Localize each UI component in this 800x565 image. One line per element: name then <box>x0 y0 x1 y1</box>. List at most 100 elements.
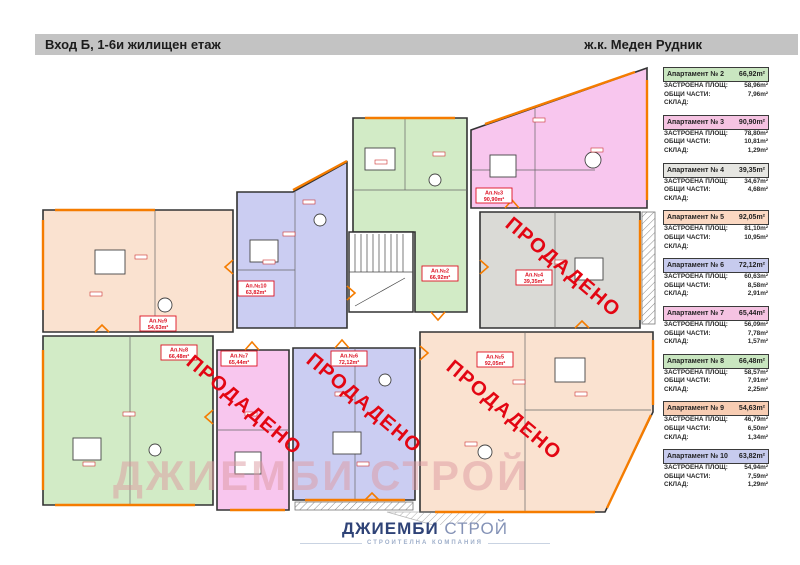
common-parts-label: ОБЩИ ЧАСТИ: <box>664 138 711 146</box>
built-area-value: 78,80m² <box>744 129 768 137</box>
apartment-card-header: Апартамент № 6 72,12m² <box>663 258 769 274</box>
common-parts-label: ОБЩИ ЧАСТИ: <box>664 377 711 385</box>
storage-label: СКЛАД: <box>664 385 689 393</box>
svg-text:66,92m²: 66,92m² <box>430 274 451 281</box>
storage-value: 2,25m² <box>747 385 768 393</box>
storage-value: 1,34m² <box>747 433 768 441</box>
apartment-total-area: 65,44m² <box>738 309 765 317</box>
storage-value: 1,29m² <box>747 146 768 154</box>
common-parts-value: 6,50m² <box>747 425 768 433</box>
staircase <box>348 231 414 313</box>
svg-text:Ап.№3: Ап.№3 <box>485 191 503 197</box>
plan-label-apartment-2: Ап.№2 66,92m² <box>421 265 459 282</box>
apartment-card-header: Апартамент № 8 66,48m² <box>663 353 769 369</box>
built-area-row: ЗАСТРОЕНА ПЛОЩ: 58,96m² <box>663 82 769 91</box>
furniture-marks <box>72 147 604 475</box>
apartment-unit-4 <box>479 211 641 329</box>
apartment-card-header: Апартамент № 2 66,92m² <box>663 67 769 82</box>
company-subtitle: СТРОИТЕЛНА КОМПАНИЯ <box>367 540 483 546</box>
storage-label: СКЛАД: <box>664 146 689 154</box>
storage-row: СКЛАД: 1,29m² <box>663 147 769 156</box>
storage-value: 1,29m² <box>747 481 768 489</box>
storage-row: СКЛАД: 2,91m² <box>663 290 769 299</box>
built-area-value: 81,10m² <box>744 225 768 233</box>
svg-text:Ап.№9: Ап.№9 <box>149 319 167 325</box>
built-area-row: ЗАСТРОЕНА ПЛОЩ: 54,94m² <box>663 464 769 473</box>
apartment-card: Апартамент № 4 39,35m² ЗАСТРОЕНА ПЛОЩ: 3… <box>663 162 769 204</box>
common-parts-label: ОБЩИ ЧАСТИ: <box>664 281 711 289</box>
apartment-card-header: Апартамент № 5 92,05m² <box>663 210 769 226</box>
built-area-label: ЗАСТРОЕНА ПЛОЩ: <box>664 416 728 424</box>
apartment-card: Апартамент № 5 92,05m² ЗАСТРОЕНА ПЛОЩ: 8… <box>663 210 769 251</box>
apartment-total-area: 39,35m² <box>738 166 765 174</box>
svg-text:92,05m²: 92,05m² <box>485 360 506 367</box>
built-area-row: ЗАСТРОЕНА ПЛОЩ: 56,09m² <box>663 321 769 330</box>
built-area-label: ЗАСТРОЕНА ПЛОЩ: <box>664 320 728 328</box>
common-parts-row: ОБЩИ ЧАСТИ: 8,58m² <box>663 282 769 291</box>
apartment-title: Апартамент № 3 <box>667 118 724 126</box>
storage-label: СКЛАД: <box>664 433 689 441</box>
apartment-total-area: 66,92m² <box>738 71 765 78</box>
svg-text:63,82m²: 63,82m² <box>246 289 267 296</box>
company-name-secondary: СТРОЙ <box>444 519 508 538</box>
apartment-title: Апартамент № 4 <box>667 166 724 174</box>
built-area-row: ЗАСТРОЕНА ПЛОЩ: 81,10m² <box>663 225 769 234</box>
plan-label-apartment-10: Ап.№10 63,82m² <box>237 280 275 297</box>
plan-label-apartment-8: Ап.№8 66,48m² <box>160 344 198 361</box>
svg-text:66,48m²: 66,48m² <box>169 353 190 360</box>
plan-watermark: ДЖИЕМБИ СТРОЙ <box>113 451 530 499</box>
apartment-list: Апартамент № 2 66,92m² ЗАСТРОЕНА ПЛОЩ: 5… <box>663 67 769 497</box>
built-area-row: ЗАСТРОЕНА ПЛОЩ: 46,79m² <box>663 416 769 425</box>
svg-text:65,44m²: 65,44m² <box>229 359 250 366</box>
apartment-title: Апартамент № 8 <box>667 357 724 365</box>
svg-text:Ап.№2: Ап.№2 <box>431 269 449 275</box>
storage-row: СКЛАД: 1,57m² <box>663 338 769 347</box>
common-parts-row: ОБЩИ ЧАСТИ: 4,68m² <box>663 186 769 195</box>
storage-label: СКЛАД: <box>664 194 689 202</box>
plan-label-apartment-5: Ап.№5 92,05m² <box>476 351 514 368</box>
common-parts-value: 4,68m² <box>747 186 768 194</box>
built-area-value: 34,67m² <box>744 177 768 185</box>
company-name: ДЖИЕМБИ СТРОЙ <box>300 519 550 539</box>
apartment-total-area: 92,05m² <box>738 214 765 222</box>
company-logo: ДЖИЕМБИ СТРОЙ СТРОИТЕЛНА КОМПАНИЯ <box>300 519 550 546</box>
svg-text:Ап.№10: Ап.№10 <box>245 284 266 290</box>
apartment-card: Апартамент № 10 63,82m² ЗАСТРОЕНА ПЛОЩ: … <box>663 449 769 490</box>
common-parts-row: ОБЩИ ЧАСТИ: 6,50m² <box>663 425 769 434</box>
apartment-card: Апартамент № 3 90,90m² ЗАСТРОЕНА ПЛОЩ: 7… <box>663 114 769 156</box>
storage-label: СКЛАД: <box>664 338 689 346</box>
apartment-unit-9 <box>42 209 234 333</box>
svg-text:Ап.№4: Ап.№4 <box>525 273 544 279</box>
common-parts-value: 7,59m² <box>747 472 768 480</box>
apartment-card: Апартамент № 7 65,44m² ЗАСТРОЕНА ПЛОЩ: 5… <box>663 305 769 347</box>
built-area-value: 56,09m² <box>744 320 768 328</box>
divider-line <box>300 542 363 544</box>
common-parts-value: 10,81m² <box>744 138 768 146</box>
built-area-value: 54,94m² <box>744 464 768 472</box>
plan-label-apartment-4: Ап.№4 39,35m² <box>515 269 553 286</box>
common-parts-row: ОБЩИ ЧАСТИ: 10,95m² <box>663 234 769 243</box>
svg-text:Ап.№5: Ап.№5 <box>486 355 504 361</box>
svg-text:72,12m²: 72,12m² <box>339 359 360 366</box>
room-label-marks <box>82 117 604 467</box>
svg-text:54,63m²: 54,63m² <box>148 324 169 331</box>
storage-row: СКЛАД: 2,25m² <box>663 386 769 395</box>
built-area-row: ЗАСТРОЕНА ПЛОЩ: 60,63m² <box>663 273 769 282</box>
storage-row: СКЛАД: <box>663 243 769 252</box>
common-parts-value: 10,95m² <box>744 233 768 241</box>
storage-row: СКЛАД: 1,34m² <box>663 434 769 443</box>
built-area-label: ЗАСТРОЕНА ПЛОЩ: <box>664 464 728 472</box>
svg-text:Ап.№7: Ап.№7 <box>230 354 248 360</box>
storage-label: СКЛАД: <box>664 290 689 298</box>
apartment-card-header: Апартамент № 9 54,63m² <box>663 401 769 417</box>
built-area-value: 46,79m² <box>744 416 768 424</box>
storage-label: СКЛАД: <box>664 481 689 489</box>
window-sill-marks <box>41 70 655 514</box>
built-area-value: 58,57m² <box>744 368 768 376</box>
svg-text:Ап.№8: Ап.№8 <box>170 348 188 354</box>
company-subtitle-row: СТРОИТЕЛНА КОМПАНИЯ <box>300 540 550 546</box>
common-parts-row: ОБЩИ ЧАСТИ: 7,59m² <box>663 473 769 482</box>
svg-text:Ап.№6: Ап.№6 <box>340 354 358 360</box>
built-area-label: ЗАСТРОЕНА ПЛОЩ: <box>664 82 728 89</box>
